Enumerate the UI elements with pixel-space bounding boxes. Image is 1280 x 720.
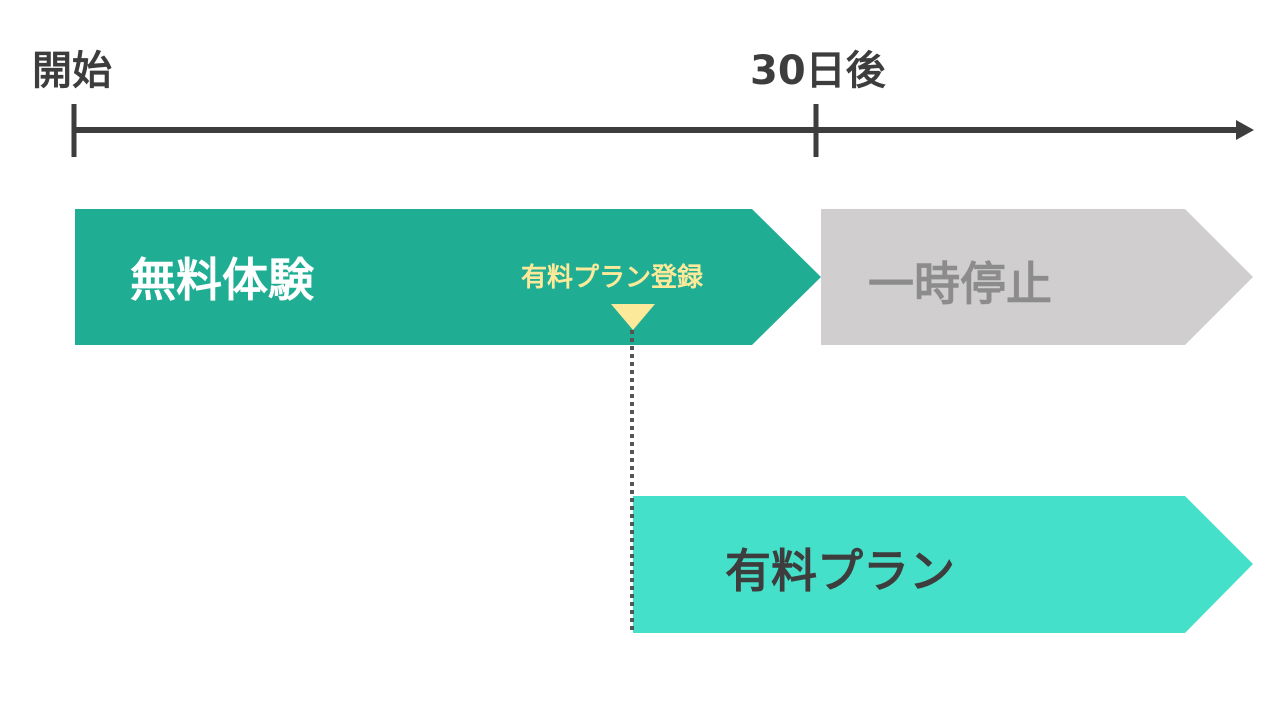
signup-marker-label: 有料プラン登録 (521, 263, 704, 293)
paid-arrow (633, 496, 1253, 633)
day30-label: 30日後 (750, 48, 886, 94)
pause-phase-label: 一時停止 (868, 257, 1052, 311)
paid-phase-label: 有料プラン (725, 544, 955, 598)
trial-phase-label: 無料体験 (130, 253, 314, 307)
timeline-arrowhead (1236, 120, 1254, 140)
pause-arrow (821, 209, 1253, 345)
signup-marker-triangle (611, 304, 655, 330)
start-label: 開始 (32, 48, 112, 94)
